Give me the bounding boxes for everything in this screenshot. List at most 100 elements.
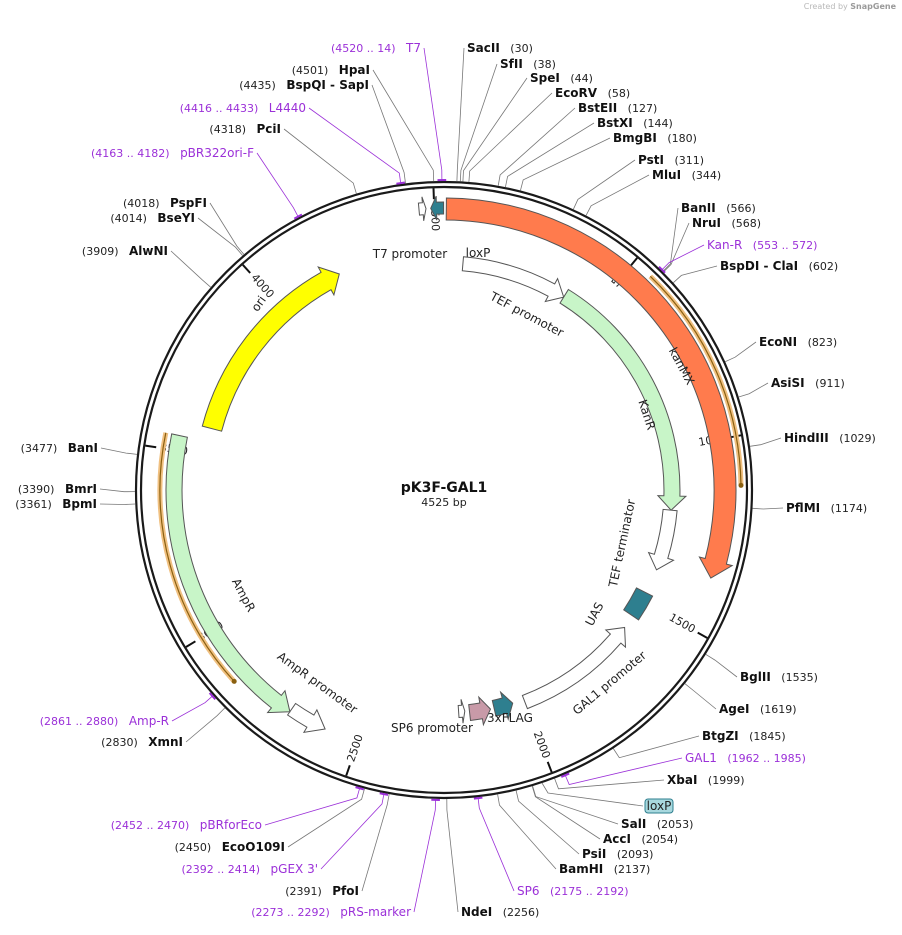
spacer xyxy=(717,752,728,765)
enzyme-leader xyxy=(572,159,636,210)
enzyme-name: AgeI xyxy=(719,702,749,716)
primer-label: (2861 .. 2880) Amp-R xyxy=(40,714,169,728)
plasmid-length: 4525 bp xyxy=(421,496,466,509)
primer-label: (2273 .. 2292) pRS-marker xyxy=(251,905,411,919)
enzyme-position: (311) xyxy=(674,154,704,167)
enzyme-position: (2053) xyxy=(657,818,694,831)
enzyme-leader xyxy=(554,778,665,790)
spacer xyxy=(829,432,840,445)
primer-label: (2392 .. 2414) pGEX 3' xyxy=(181,862,318,876)
primer-leader xyxy=(308,107,402,185)
tick-2000 xyxy=(546,761,553,773)
enzyme-position: (2054) xyxy=(641,833,678,846)
spacer xyxy=(560,72,571,85)
tick-3000 xyxy=(185,640,196,648)
enzyme-label: EcoNI (823) xyxy=(759,335,837,349)
enzyme-position: (602) xyxy=(809,260,839,273)
enzyme-label: BamHI (2137) xyxy=(559,862,650,876)
spacer xyxy=(820,502,831,515)
enzyme-leader xyxy=(468,92,553,183)
primer-label: (4163 .. 4182) pBR322ori-F xyxy=(91,146,254,160)
enzyme-leader xyxy=(497,794,557,870)
feature-loxp xyxy=(430,195,445,221)
primer-position: (2392 .. 2414) xyxy=(181,863,260,876)
enzyme-label: EcoRV (58) xyxy=(555,86,630,100)
spacer xyxy=(322,885,333,898)
enzyme-leader xyxy=(170,250,212,288)
spacer xyxy=(211,841,222,854)
spacer xyxy=(597,87,608,100)
enzyme-name: BspQI - SapI xyxy=(286,78,369,92)
enzyme-name: XmnI xyxy=(148,735,183,749)
spacer xyxy=(797,336,808,349)
enzyme-name: PfoI xyxy=(332,884,359,898)
spacer xyxy=(57,442,68,455)
enzyme-position: (344) xyxy=(692,169,722,182)
primer-label: GAL1 (1962 .. 1985) xyxy=(685,751,806,765)
tick-label: 4000 xyxy=(248,271,276,301)
enzyme-name: SalI xyxy=(621,817,646,831)
spacer xyxy=(798,260,809,273)
spacer xyxy=(742,239,753,252)
credit-brand: SnapGene xyxy=(850,2,896,11)
enzyme-name: XbaI xyxy=(667,773,697,787)
enzyme-leader xyxy=(372,69,435,182)
primer-name: Kan-R xyxy=(707,238,742,252)
enzyme-label: PsiI (2093) xyxy=(582,847,653,861)
enzyme-position: (44) xyxy=(570,72,593,85)
enzyme-label: PstI (311) xyxy=(638,153,704,167)
spacer xyxy=(657,132,668,145)
enzyme-name: BstEII xyxy=(578,101,617,115)
enzyme-position: (2256) xyxy=(503,906,540,919)
tick-3500 xyxy=(145,444,157,449)
spacer xyxy=(697,774,708,787)
enzyme-position: (1845) xyxy=(749,730,786,743)
backbone xyxy=(134,180,754,800)
enzyme-position: (4435) xyxy=(239,79,276,92)
primer-name: L4440 xyxy=(269,101,306,115)
enzyme-position: (4014) xyxy=(110,212,147,225)
primer-label: (4416 .. 4433) L4440 xyxy=(180,101,306,115)
tick-label: 1500 xyxy=(667,611,698,636)
primer-sites: (4520 .. 14) T7(4416 .. 4433) L4440(4163… xyxy=(40,41,818,919)
spacer xyxy=(492,906,503,919)
enzyme-position: (2093) xyxy=(617,848,654,861)
spacer xyxy=(646,818,657,831)
enzyme-label: AgeI (1619) xyxy=(719,702,797,716)
enzyme-position: (3909) xyxy=(82,245,119,258)
enzyme-name: NdeI xyxy=(461,905,492,919)
primer-name: pRS-marker xyxy=(340,905,411,919)
enzyme-leader xyxy=(197,217,244,256)
enzyme-label: BstEII (127) xyxy=(578,101,657,115)
enzyme-name: HindIII xyxy=(784,431,829,445)
enzyme-position: (566) xyxy=(726,202,756,215)
enzyme-name: BmgBI xyxy=(613,131,657,145)
enzyme-leader xyxy=(532,785,619,825)
enzyme-leader xyxy=(662,222,690,273)
enzyme-label: (4018) PspFI xyxy=(123,196,207,210)
enzyme-leader xyxy=(672,265,718,284)
enzyme-name: EcoRV xyxy=(555,86,598,100)
enzyme-label: BtgZI (1845) xyxy=(702,729,786,743)
enzyme-position: (568) xyxy=(731,217,761,230)
primer-site-mark xyxy=(473,796,483,800)
tick-2500 xyxy=(345,764,351,777)
primer-name: pGEX 3' xyxy=(271,862,318,876)
feature-tef-terminator xyxy=(647,508,678,571)
primer-position: (4520 .. 14) xyxy=(331,42,396,55)
enzyme-leader xyxy=(283,128,357,194)
enzyme-label: (4501) HpaI xyxy=(292,63,370,77)
enzyme-leader xyxy=(209,202,245,255)
spacer xyxy=(681,169,692,182)
enzyme-name: BpmI xyxy=(62,497,97,511)
enzyme-label: (4014) BseYI xyxy=(110,211,195,225)
enzyme-name: EcoO109I xyxy=(222,840,285,854)
enzyme-position: (4501) xyxy=(292,64,329,77)
spacer xyxy=(147,212,158,225)
enzyme-label: XbaI (1999) xyxy=(667,773,744,787)
primer-leader xyxy=(264,787,361,826)
loxp-box xyxy=(644,798,674,814)
enzyme-position: (30) xyxy=(510,42,533,55)
spacer xyxy=(328,64,339,77)
